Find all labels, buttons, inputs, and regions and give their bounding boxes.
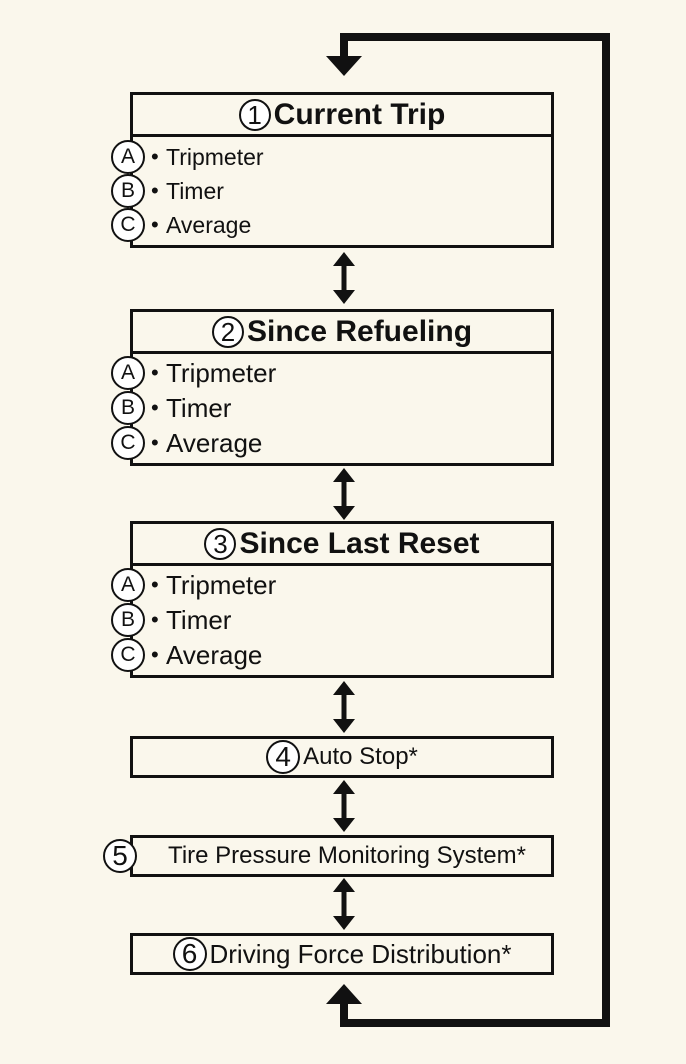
screen-box-auto-stop: 4 Auto Stop* <box>130 736 554 778</box>
number-6-icon: 6 <box>172 937 207 971</box>
screen-box-tire-pressure: 5 Tire Pressure Monitoring System* <box>103 835 554 877</box>
letter-a-icon: A <box>111 356 145 390</box>
number-1-icon: 1 <box>238 98 271 131</box>
section-header: 3 Since Last Reset <box>133 524 551 566</box>
letter-a-icon: A <box>111 140 145 174</box>
item-label: Tripmeter <box>166 569 277 600</box>
bullet: • <box>151 360 159 385</box>
bullet: • <box>151 572 159 597</box>
bullet: • <box>151 607 159 632</box>
section-box-since-refueling: 2 Since Refueling A • Tripmeter B • Time… <box>111 309 554 466</box>
item-label: Average <box>166 639 263 670</box>
item-label: Timer <box>166 604 232 635</box>
bullet: • <box>151 642 159 667</box>
item-label: Average <box>166 427 263 458</box>
double-arrow-2-3 <box>333 468 355 520</box>
bullet: • <box>151 144 159 169</box>
letter-c-icon: C <box>111 208 145 242</box>
section-box-current-trip: 1 Current Trip A • Tripmeter B • Timer C… <box>111 92 554 248</box>
section-title: Since Refueling <box>246 314 473 348</box>
letter-b-icon: B <box>111 391 145 425</box>
item-label: Timer <box>166 392 232 423</box>
section-header: 2 Since Refueling <box>133 312 551 354</box>
letter-b-icon: B <box>111 174 145 208</box>
screen-label: Auto Stop* <box>303 743 418 770</box>
item-label: Average <box>166 211 252 238</box>
double-arrow-1-2 <box>333 252 355 304</box>
bullet: • <box>151 212 159 237</box>
item-label: Tripmeter <box>166 143 264 170</box>
item-label: Tripmeter <box>166 357 277 388</box>
double-arrow-3-4 <box>333 681 355 733</box>
number-3-icon: 3 <box>204 527 237 560</box>
bullet: • <box>151 430 159 455</box>
section-title: Current Trip <box>273 97 446 131</box>
number-4-icon: 4 <box>266 740 301 774</box>
screen-box-driving-force: 6 Driving Force Distribution* <box>130 933 554 975</box>
bullet: • <box>151 395 159 420</box>
double-arrow-5-6 <box>333 878 355 930</box>
item-label: Timer <box>166 177 224 204</box>
section-header: 1 Current Trip <box>133 95 551 137</box>
number-2-icon: 2 <box>211 315 244 348</box>
section-box-since-last-reset: 3 Since Last Reset A • Tripmeter B • Tim… <box>111 521 554 678</box>
letter-c-icon: C <box>111 638 145 672</box>
section-title: Since Last Reset <box>239 526 480 560</box>
screen-label: Tire Pressure Monitoring System* <box>168 842 526 869</box>
letter-b-icon: B <box>111 603 145 637</box>
double-arrow-4-5 <box>333 780 355 832</box>
bullet: • <box>151 178 159 203</box>
letter-c-icon: C <box>111 426 145 460</box>
screen-label: Driving Force Distribution* <box>209 938 512 969</box>
number-5-icon: 5 <box>103 839 137 873</box>
letter-a-icon: A <box>111 568 145 602</box>
